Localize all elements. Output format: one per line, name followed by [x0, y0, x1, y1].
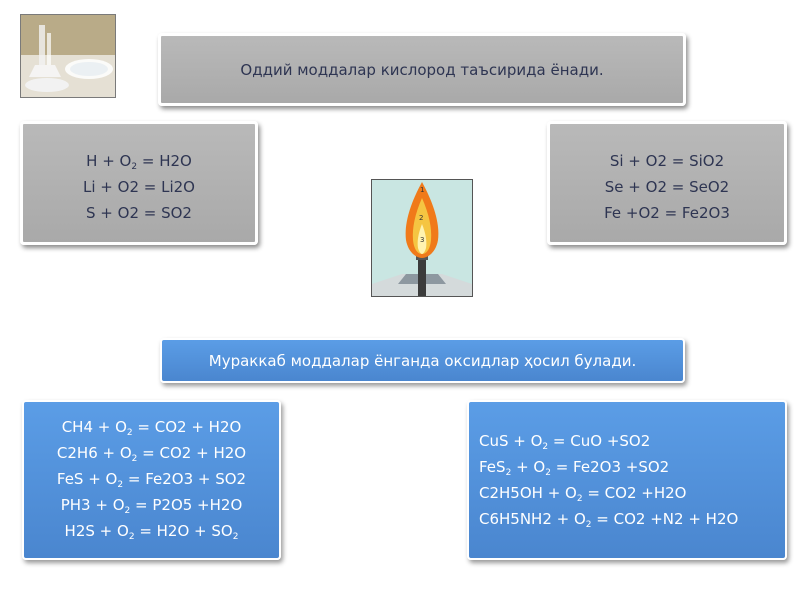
reaction-line: Li + O2 = Li2O — [83, 178, 195, 196]
reaction-line: H + O2 = H2O — [86, 152, 192, 172]
reaction-line: Fe +O2 = Fe2O3 — [604, 204, 730, 222]
reaction-line: C2H6 + O2 = CO2 + H2O — [56, 444, 247, 464]
flame-zone-label: 3 — [420, 236, 424, 244]
reaction-line: FeS + O2 = Fe2O3 + SO2 — [56, 470, 247, 490]
glassware-photo — [20, 14, 116, 98]
simple-substances-title: Оддий моддалар кислород таъсирида ёнади. — [240, 60, 604, 79]
complex-reactions-right: CuS + O2 = CuO +SO2 FeS2 + O2 = Fe2O3 +S… — [467, 400, 787, 560]
flame-illustration: 1 2 3 — [371, 179, 473, 297]
reaction-line: S + O2 = SO2 — [86, 204, 192, 222]
reaction-line: H2S + O2 = H2O + SO2 — [64, 522, 239, 542]
reaction-line: Se + O2 = SeO2 — [604, 178, 730, 196]
complex-substances-title-box: Мураккаб моддалар ёнганда оксидлар ҳосил… — [160, 338, 685, 383]
reaction-line: PH3 + O2 = P2O5 +H2O — [60, 496, 243, 516]
flame-zone-label: 2 — [419, 214, 423, 222]
reaction-line: Si + O2 = SiO2 — [609, 152, 725, 170]
simple-reactions-left: H + O2 = H2O Li + O2 = Li2O S + O2 = SO2 — [20, 121, 258, 245]
glassware-icon — [21, 15, 115, 97]
reaction-line: FeS2 + O2 = Fe2O3 +SO2 — [479, 458, 670, 478]
burner-flame-icon: 1 2 3 — [372, 182, 472, 296]
reaction-line: C6H5NH2 + O2 = CO2 +N2 + H2O — [479, 510, 739, 530]
flame-zone-label: 1 — [420, 186, 424, 194]
complex-substances-title: Мураккаб моддалар ёнганда оксидлар ҳосил… — [208, 351, 637, 370]
simple-substances-title-box: Оддий моддалар кислород таъсирида ёнади. — [158, 33, 686, 106]
reaction-line: C2H5OH + O2 = CO2 +H2O — [479, 484, 687, 504]
simple-reactions-right: Si + O2 = SiO2 Se + O2 = SeO2 Fe +O2 = F… — [547, 121, 787, 245]
complex-reactions-left: CH4 + O2 = CO2 + H2O C2H6 + O2 = CO2 + H… — [22, 400, 281, 560]
reaction-line: CuS + O2 = CuO +SO2 — [479, 432, 651, 452]
reaction-line: CH4 + O2 = CO2 + H2O — [61, 418, 242, 438]
